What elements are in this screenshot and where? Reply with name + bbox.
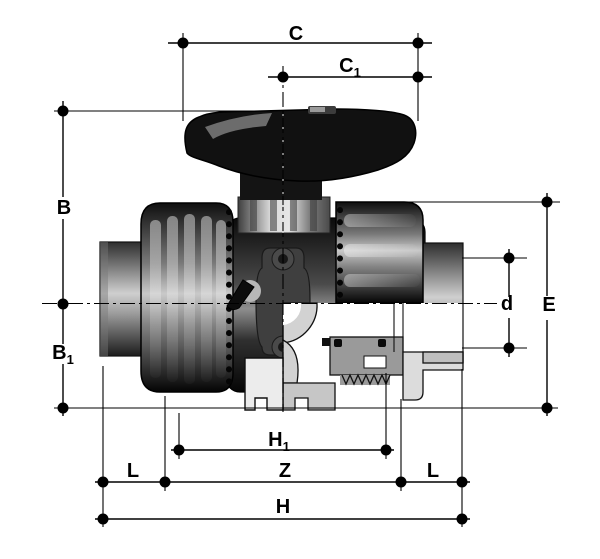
- ball-bore: [283, 303, 302, 325]
- connector-groove: [363, 355, 387, 369]
- dim-dot: [97, 476, 109, 488]
- dim-dot: [277, 71, 289, 83]
- left-union-nut-ribs: [150, 214, 226, 384]
- handle-indicator-insert: [310, 107, 325, 112]
- dim-dot: [503, 342, 515, 354]
- pipe-wall-section: [422, 351, 464, 364]
- o-ring-left: [334, 339, 342, 347]
- dim-dot: [456, 476, 468, 488]
- dim-dot: [57, 105, 69, 117]
- dim-dot: [541, 196, 553, 208]
- dimension-labels: C C1 B B1 d E H1 L Z L H: [52, 23, 556, 518]
- dim-dot: [159, 476, 171, 488]
- dimension-lines: [54, 33, 560, 527]
- ball-seat-seal: [322, 338, 330, 346]
- dim-dot: [380, 444, 392, 456]
- dim-label-b: B: [57, 197, 71, 219]
- handle-lock-lever: [226, 279, 255, 311]
- o-ring-right: [378, 339, 386, 347]
- dim-dot: [57, 298, 69, 310]
- dim-label-l-right: L: [427, 460, 439, 482]
- section-view: [282, 302, 464, 411]
- dim-label-l-left: L: [127, 460, 139, 482]
- male-thread-zigzag: [341, 373, 391, 386]
- dim-label-c1: C1: [339, 55, 361, 80]
- right-union-nut-ribs: [344, 214, 420, 287]
- stem-collar-ribs: [250, 199, 317, 231]
- dim-dot: [412, 71, 424, 83]
- bracket-foot-section: [282, 382, 336, 411]
- valve-handle: [184, 108, 417, 182]
- dim-dot: [57, 402, 69, 414]
- left-pipe-end-cap: [100, 242, 108, 356]
- dim-label-b1: B1: [52, 342, 74, 367]
- dim-label-h1: H1: [268, 429, 290, 454]
- dim-dot: [173, 444, 185, 456]
- dim-dot: [97, 513, 109, 525]
- valve-illustration: [99, 106, 464, 411]
- dim-label-e: E: [542, 294, 555, 316]
- bracket-foot: [244, 357, 284, 411]
- dim-dot: [395, 476, 407, 488]
- dim-label-z: Z: [279, 460, 291, 482]
- handle-highlight: [205, 113, 272, 139]
- dim-label-c: C: [289, 23, 303, 45]
- dim-dot: [541, 402, 553, 414]
- dim-label-d: d: [501, 293, 513, 315]
- dim-dot: [177, 37, 189, 49]
- dim-label-h: H: [276, 496, 290, 518]
- right-nut-section: [402, 351, 464, 401]
- dim-dot: [456, 513, 468, 525]
- dim-dot: [503, 252, 515, 264]
- connector-thread-base: [340, 375, 390, 385]
- dim-dot: [412, 37, 424, 49]
